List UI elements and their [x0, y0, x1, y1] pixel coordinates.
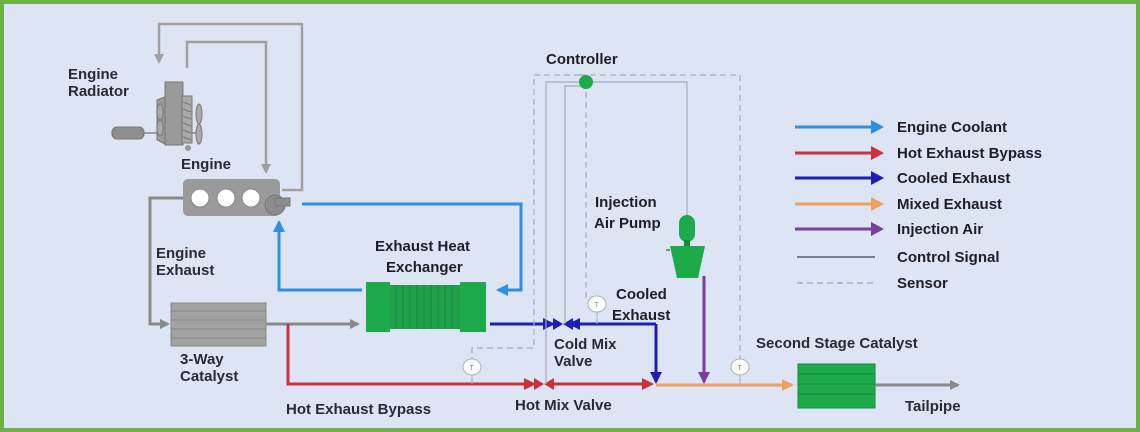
cooled-exhaust-line — [490, 318, 662, 384]
hot-mix-valve — [534, 378, 554, 390]
sensor-lines — [471, 74, 741, 360]
legend-label: Injection Air — [897, 221, 983, 238]
legend-arrowhead — [871, 120, 884, 134]
legend-item-hot-exhaust-bypass: Hot Exhaust Bypass — [795, 145, 1042, 162]
injection-air-pump — [666, 215, 705, 278]
coolant-line-to-engine — [273, 220, 362, 292]
sensor-cooled-exhaust: T — [587, 295, 607, 324]
engine-exhaust-line — [148, 196, 183, 329]
legend-label: Cooled Exhaust — [897, 170, 1010, 187]
legend-item-control-signal: Control Signal — [797, 249, 1000, 266]
heat-exchanger-label-2: Exchanger — [386, 259, 463, 276]
tailpipe-label: Tailpipe — [905, 398, 961, 415]
cooled-exhaust-label-2: Exhaust — [612, 307, 670, 324]
three-way-label-1: 3-Way — [180, 351, 224, 368]
sensor-symbol: T — [595, 302, 600, 309]
hot-exhaust-bypass-line — [286, 324, 654, 390]
three-way-label-2: Catalyst — [180, 368, 238, 385]
legend-item-cooled-exhaust: Cooled Exhaust — [795, 170, 1010, 187]
legend-label: Hot Exhaust Bypass — [897, 145, 1042, 162]
legend-arrowhead — [871, 146, 884, 160]
sensor-hot-bypass: T — [462, 358, 482, 384]
engine-label: Engine — [181, 156, 231, 173]
pump-label-1: Injection — [595, 194, 657, 211]
second-stage-catalyst — [797, 363, 876, 409]
controller-node — [579, 75, 593, 89]
engine-exhaust-label-1: Engine — [156, 245, 206, 262]
heat-exchanger-label-1: Exhaust Heat — [375, 238, 470, 255]
sensor-symbol: T — [470, 365, 475, 372]
legend-label: Sensor — [897, 275, 948, 292]
legend-arrowhead — [871, 171, 884, 185]
coolant-line-to-exchanger — [302, 202, 523, 296]
legend-label: Mixed Exhaust — [897, 196, 1002, 213]
radiator-label-2: Radiator — [68, 83, 129, 100]
legend-item-injection-air: Injection Air — [795, 221, 983, 238]
radiator-label-1: Engine — [68, 66, 118, 83]
cooled-exhaust-label-1: Cooled — [616, 286, 667, 303]
legend-label: Control Signal — [897, 249, 1000, 266]
sensor-symbol: T — [738, 365, 743, 372]
legend-label: Engine Coolant — [897, 119, 1007, 136]
legend-item-engine-coolant: Engine Coolant — [795, 119, 1007, 136]
radiator-loop-outer — [154, 22, 304, 192]
legend-item-sensor: Sensor — [797, 275, 948, 292]
cold-mix-label-2: Valve — [554, 353, 592, 370]
cold-mix-label-1: Cold Mix — [554, 336, 617, 353]
second-stage-catalyst-label: Second Stage Catalyst — [756, 335, 918, 352]
sensor-mixed-exhaust: T — [730, 358, 750, 385]
engine-radiator — [111, 81, 203, 151]
pump-label-2: Air Pump — [594, 215, 661, 232]
engine-block — [183, 179, 291, 216]
three-way-catalyst — [170, 302, 267, 347]
hot-mix-valve-label: Hot Mix Valve — [515, 397, 612, 414]
radiator-loop-inner — [185, 40, 271, 174]
cold-mix-valve — [553, 318, 573, 330]
legend-item-mixed-exhaust: Mixed Exhaust — [795, 196, 1002, 213]
legend-arrowhead — [871, 222, 884, 236]
exhaust-heat-exchanger — [366, 282, 486, 332]
hot-exhaust-bypass-label: Hot Exhaust Bypass — [286, 401, 431, 418]
controller-label: Controller — [546, 51, 618, 68]
legend-arrowhead — [871, 197, 884, 211]
engine-exhaust-label-2: Exhaust — [156, 262, 214, 279]
control-signal-lines — [545, 81, 688, 384]
